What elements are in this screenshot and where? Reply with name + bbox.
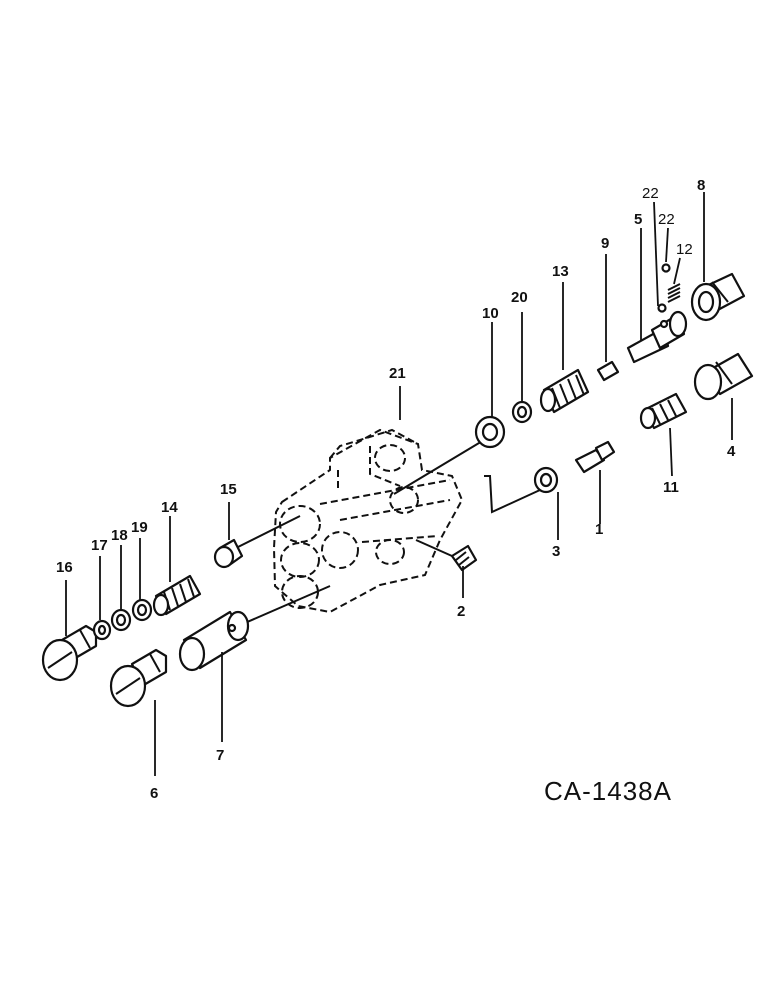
callout-8: 8	[697, 177, 705, 194]
part-18-washer	[110, 608, 132, 632]
callout-14: 14	[161, 499, 178, 516]
part-7-piston	[178, 610, 250, 672]
assembly-lines	[235, 439, 541, 627]
part-3-seat	[533, 466, 559, 494]
callout-4: 4	[727, 443, 736, 460]
part-4-fitting	[693, 352, 754, 401]
callouts: 16 17 18 19 14 15 6 7 21 2 3 1 10 20 13 …	[56, 177, 736, 802]
callout-17: 17	[91, 537, 108, 554]
callout-18: 18	[111, 527, 128, 544]
part-16-plug	[41, 624, 98, 682]
part-6-plug	[109, 648, 168, 708]
callout-1: 1	[595, 521, 603, 538]
part-8-fitting	[690, 272, 746, 322]
callout-16: 16	[56, 559, 73, 576]
callout-19: 19	[131, 519, 148, 536]
part-19-washer	[131, 598, 153, 622]
callout-12: 12	[676, 241, 693, 258]
part-10-seal	[474, 415, 506, 449]
callout-15: 15	[220, 481, 237, 498]
callout-22-upper: 22	[642, 185, 659, 202]
callout-21: 21	[389, 365, 406, 382]
callout-20: 20	[511, 289, 528, 306]
leader-lines	[65, 192, 733, 776]
part-17-washer	[92, 619, 112, 641]
valve-body	[272, 428, 464, 614]
drawing-number: CA-1438A	[544, 776, 672, 806]
part-2-plug	[450, 544, 478, 572]
part-22-ball-lower	[657, 303, 667, 313]
callout-6: 6	[150, 785, 158, 802]
part-15-plug	[213, 538, 244, 569]
callout-7: 7	[216, 747, 224, 764]
callout-11: 11	[663, 479, 679, 496]
part-1-pin	[574, 440, 616, 474]
part-14-spring	[152, 574, 202, 617]
part-11-spring	[639, 392, 688, 430]
callout-10: 10	[482, 305, 499, 322]
callout-13: 13	[552, 263, 569, 280]
part-5-relief-valve	[626, 310, 688, 364]
part-20-ring	[511, 400, 533, 424]
part-12-spring	[667, 283, 681, 303]
callout-9: 9	[601, 235, 609, 252]
callout-22-lower: 22	[658, 211, 675, 228]
part-22-ball-upper	[661, 263, 671, 273]
callout-3: 3	[552, 543, 560, 560]
callout-2: 2	[457, 603, 465, 620]
part-9-clip	[596, 360, 620, 382]
part-13-spring	[539, 368, 590, 414]
callout-5: 5	[634, 211, 642, 228]
